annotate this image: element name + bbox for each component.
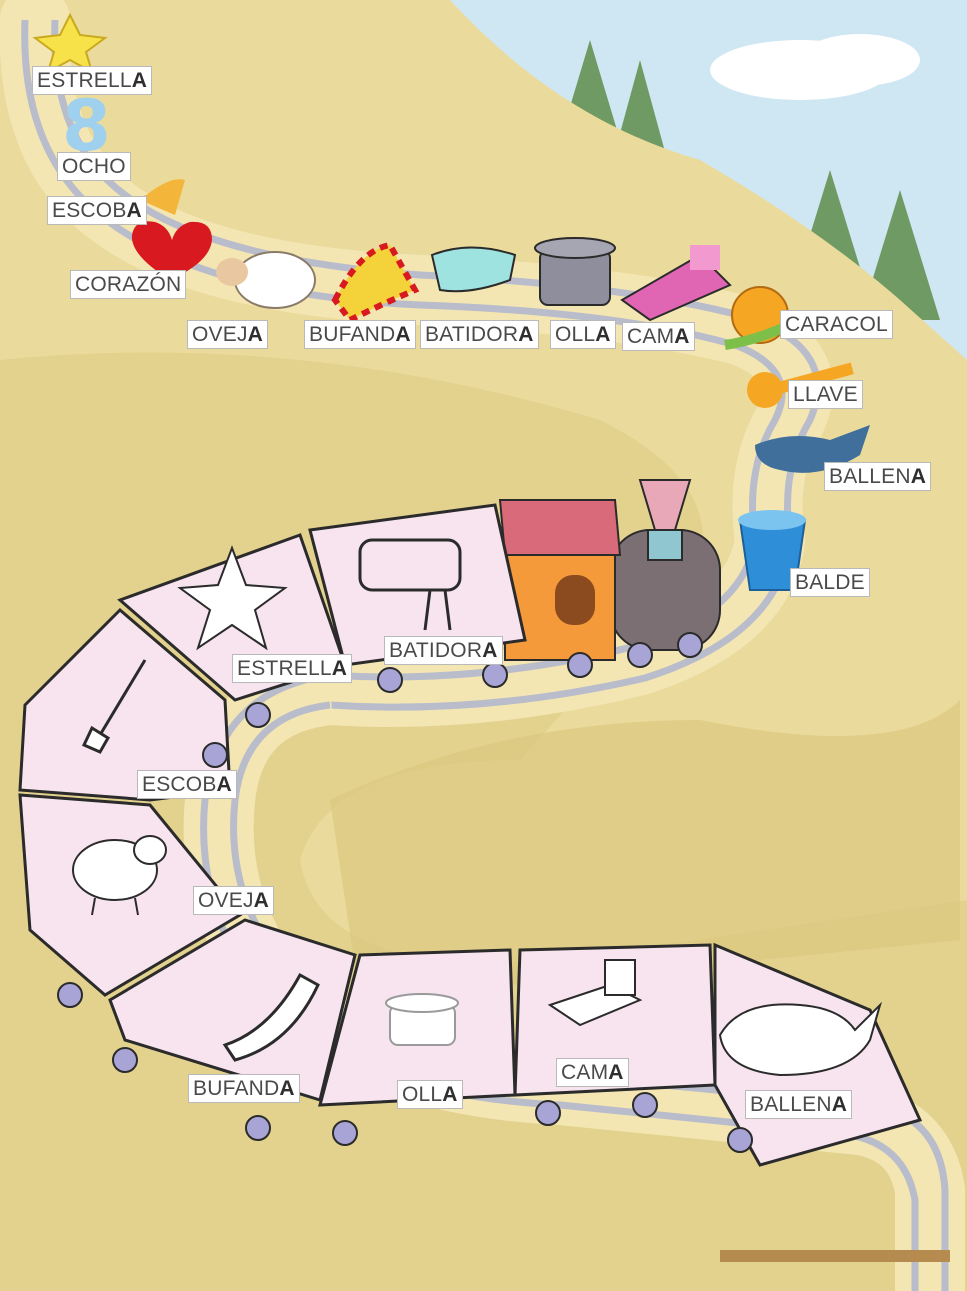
wagon-label: BUFANDA — [188, 1074, 300, 1103]
mixer-icon — [430, 246, 517, 293]
pot-icon — [385, 993, 459, 1046]
word-label: CAMA — [622, 322, 695, 351]
mixer-icon — [358, 538, 462, 631]
bed-icon — [620, 245, 732, 322]
track-end — [720, 1250, 950, 1262]
wagon-label: BATIDORA — [384, 636, 503, 665]
word-label: CORAZÓN — [70, 270, 187, 299]
wagon — [108, 918, 357, 1102]
sheep-icon — [216, 251, 316, 309]
sheep-icon — [72, 835, 167, 916]
broom-icon — [81, 659, 147, 754]
word-label: ESCOBA — [47, 196, 147, 225]
word-label: OVEJA — [187, 320, 269, 349]
word-label: OCHO — [57, 152, 131, 181]
word-label: BALLENA — [824, 462, 932, 491]
whale-icon — [755, 425, 870, 473]
whale-icon — [718, 1001, 883, 1077]
scarf-icon — [331, 241, 420, 324]
bed-icon — [547, 959, 643, 1027]
word-label: BALDE — [790, 568, 870, 597]
cloud — [800, 34, 920, 86]
word-label: BUFANDA — [304, 320, 416, 349]
wagon-wheels — [57, 662, 753, 1153]
bucket-icon — [738, 510, 807, 591]
word-label: LLAVE — [788, 380, 863, 409]
word-label: OLLA — [550, 320, 616, 349]
star-icon — [177, 545, 288, 651]
wagon-label: OLLA — [397, 1080, 463, 1109]
wagon-label: OVEJA — [193, 886, 275, 915]
scarf-icon — [222, 972, 320, 1062]
word-label: CARACOL — [780, 310, 893, 339]
wagon-label: BALLENA — [745, 1090, 853, 1119]
wagon-label: ESTRELLA — [232, 654, 353, 683]
train-engine-icon — [498, 479, 721, 678]
wagon-label: CAMA — [556, 1058, 629, 1087]
word-label: ESTRELLA — [32, 66, 153, 95]
wagon-label: ESCOBA — [137, 770, 237, 799]
heart-icon — [131, 221, 212, 280]
rock-shading — [330, 700, 960, 1000]
pot-icon — [534, 237, 616, 306]
star-icon — [32, 12, 108, 75]
word-label: BATIDORA — [420, 320, 539, 349]
